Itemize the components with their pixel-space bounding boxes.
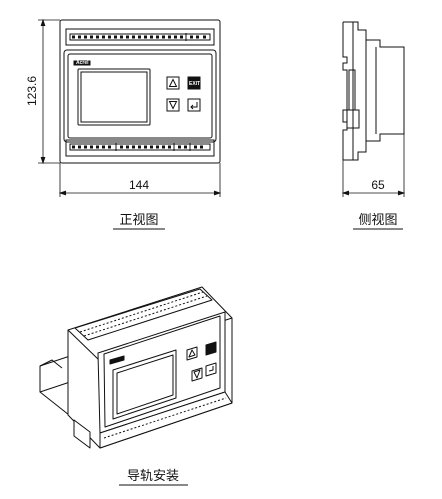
install-up-button: [186, 346, 198, 361]
side-depth-dimension: [341, 134, 406, 197]
lcd-screen: [77, 68, 151, 126]
depth-dimension-label: 65: [371, 178, 385, 192]
height-dimension-label: 123.6: [25, 76, 39, 106]
down-button[interactable]: [166, 98, 180, 112]
install-down-button: [191, 367, 203, 382]
exit-label: EXIT: [189, 81, 200, 87]
side-view: [342, 21, 405, 161]
bottom-terminal-block: [65, 139, 215, 157]
front-width-dimension: [58, 163, 222, 197]
logo-text: Acrel: [76, 60, 89, 66]
install-lcd-screen: [112, 349, 177, 420]
brand-logo: [73, 60, 91, 66]
front-height-dimension: [38, 18, 60, 165]
install-bottom-terminals: [99, 391, 233, 449]
width-dimension-label: 144: [129, 178, 149, 192]
top-terminal-block: [65, 28, 215, 46]
bottom-terminal-screws: [72, 145, 203, 149]
side-view-caption: 侧视图: [358, 213, 397, 228]
exit-button[interactable]: [187, 76, 201, 90]
install-view: [39, 286, 233, 449]
install-exit-button: [205, 341, 217, 356]
front-housing: [59, 19, 221, 164]
install-enter-button: [205, 362, 217, 377]
up-button[interactable]: [166, 76, 180, 90]
install-logo: [109, 355, 125, 365]
front-view: [59, 19, 221, 164]
enter-button[interactable]: [187, 98, 201, 112]
install-clip: [73, 419, 91, 449]
front-view-caption: 正视图: [119, 213, 158, 228]
install-view-caption: 导轨安装: [127, 469, 179, 484]
front-panel: [63, 49, 217, 143]
install-top-terminals: [74, 288, 213, 341]
top-terminal-screws: [72, 35, 206, 39]
